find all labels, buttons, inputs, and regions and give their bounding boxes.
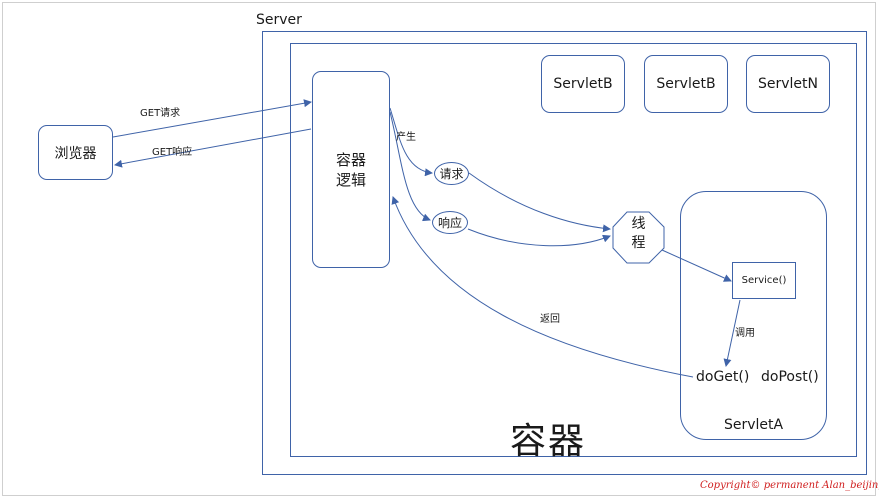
get-response-arrow xyxy=(114,128,312,168)
service-method-box: Service() xyxy=(732,262,796,299)
servlet-box-2: ServletB xyxy=(644,55,728,113)
produce-label: 产生 xyxy=(396,132,416,143)
return-label: 返回 xyxy=(540,314,560,325)
request-to-thread-arrow xyxy=(468,172,611,233)
servlet-box-3: ServletN xyxy=(746,55,830,113)
servlet-a-box xyxy=(680,191,827,440)
servlet-a-name: ServletA xyxy=(723,417,784,433)
server-label: Server xyxy=(256,12,302,28)
thread-octagon xyxy=(612,211,665,264)
service-to-doget-arrow xyxy=(723,299,741,367)
get-request-arrow xyxy=(112,99,312,138)
dopost-label: doPost() xyxy=(761,369,819,385)
return-arrow xyxy=(391,196,694,378)
browser-box: 浏览器 xyxy=(38,125,113,180)
copyright-watermark: Copyright© permanent Alan_beijing xyxy=(700,480,879,491)
servlet-box-1: ServletB xyxy=(541,55,625,113)
produce-request-arrow xyxy=(389,107,433,177)
container-logic-box: 容器 逻辑 xyxy=(312,71,390,268)
thread-line2: 程 xyxy=(631,235,646,251)
thread-to-service-arrow xyxy=(661,249,732,282)
get-request-label: GET请求 xyxy=(140,108,181,119)
doget-label: doGet() xyxy=(696,369,750,385)
request-oval: 请求 xyxy=(434,162,469,185)
browser-label: 浏览器 xyxy=(54,145,97,162)
container-logic-line1: 容器 xyxy=(335,150,366,169)
call-label: 调用 xyxy=(735,328,755,339)
container-box xyxy=(290,43,857,457)
produce-response-arrow xyxy=(389,111,431,222)
get-response-label: GET响应 xyxy=(152,147,193,158)
response-to-thread-arrow xyxy=(467,228,611,247)
container-logic-line2: 逻辑 xyxy=(335,170,366,189)
thread-label: 线 程 xyxy=(613,215,664,253)
servlet-label-1: ServletB xyxy=(553,76,613,92)
response-label: 响应 xyxy=(437,216,462,230)
servlet-label-3: ServletN xyxy=(757,76,818,92)
servlet-label-2: ServletB xyxy=(656,76,716,92)
response-oval: 响应 xyxy=(432,211,468,234)
container-caption: 容器 xyxy=(510,421,587,462)
service-method-label: Service() xyxy=(741,275,787,286)
server-outer-box xyxy=(262,31,867,475)
thread-line1: 线 xyxy=(631,216,646,232)
request-label: 请求 xyxy=(439,167,464,181)
